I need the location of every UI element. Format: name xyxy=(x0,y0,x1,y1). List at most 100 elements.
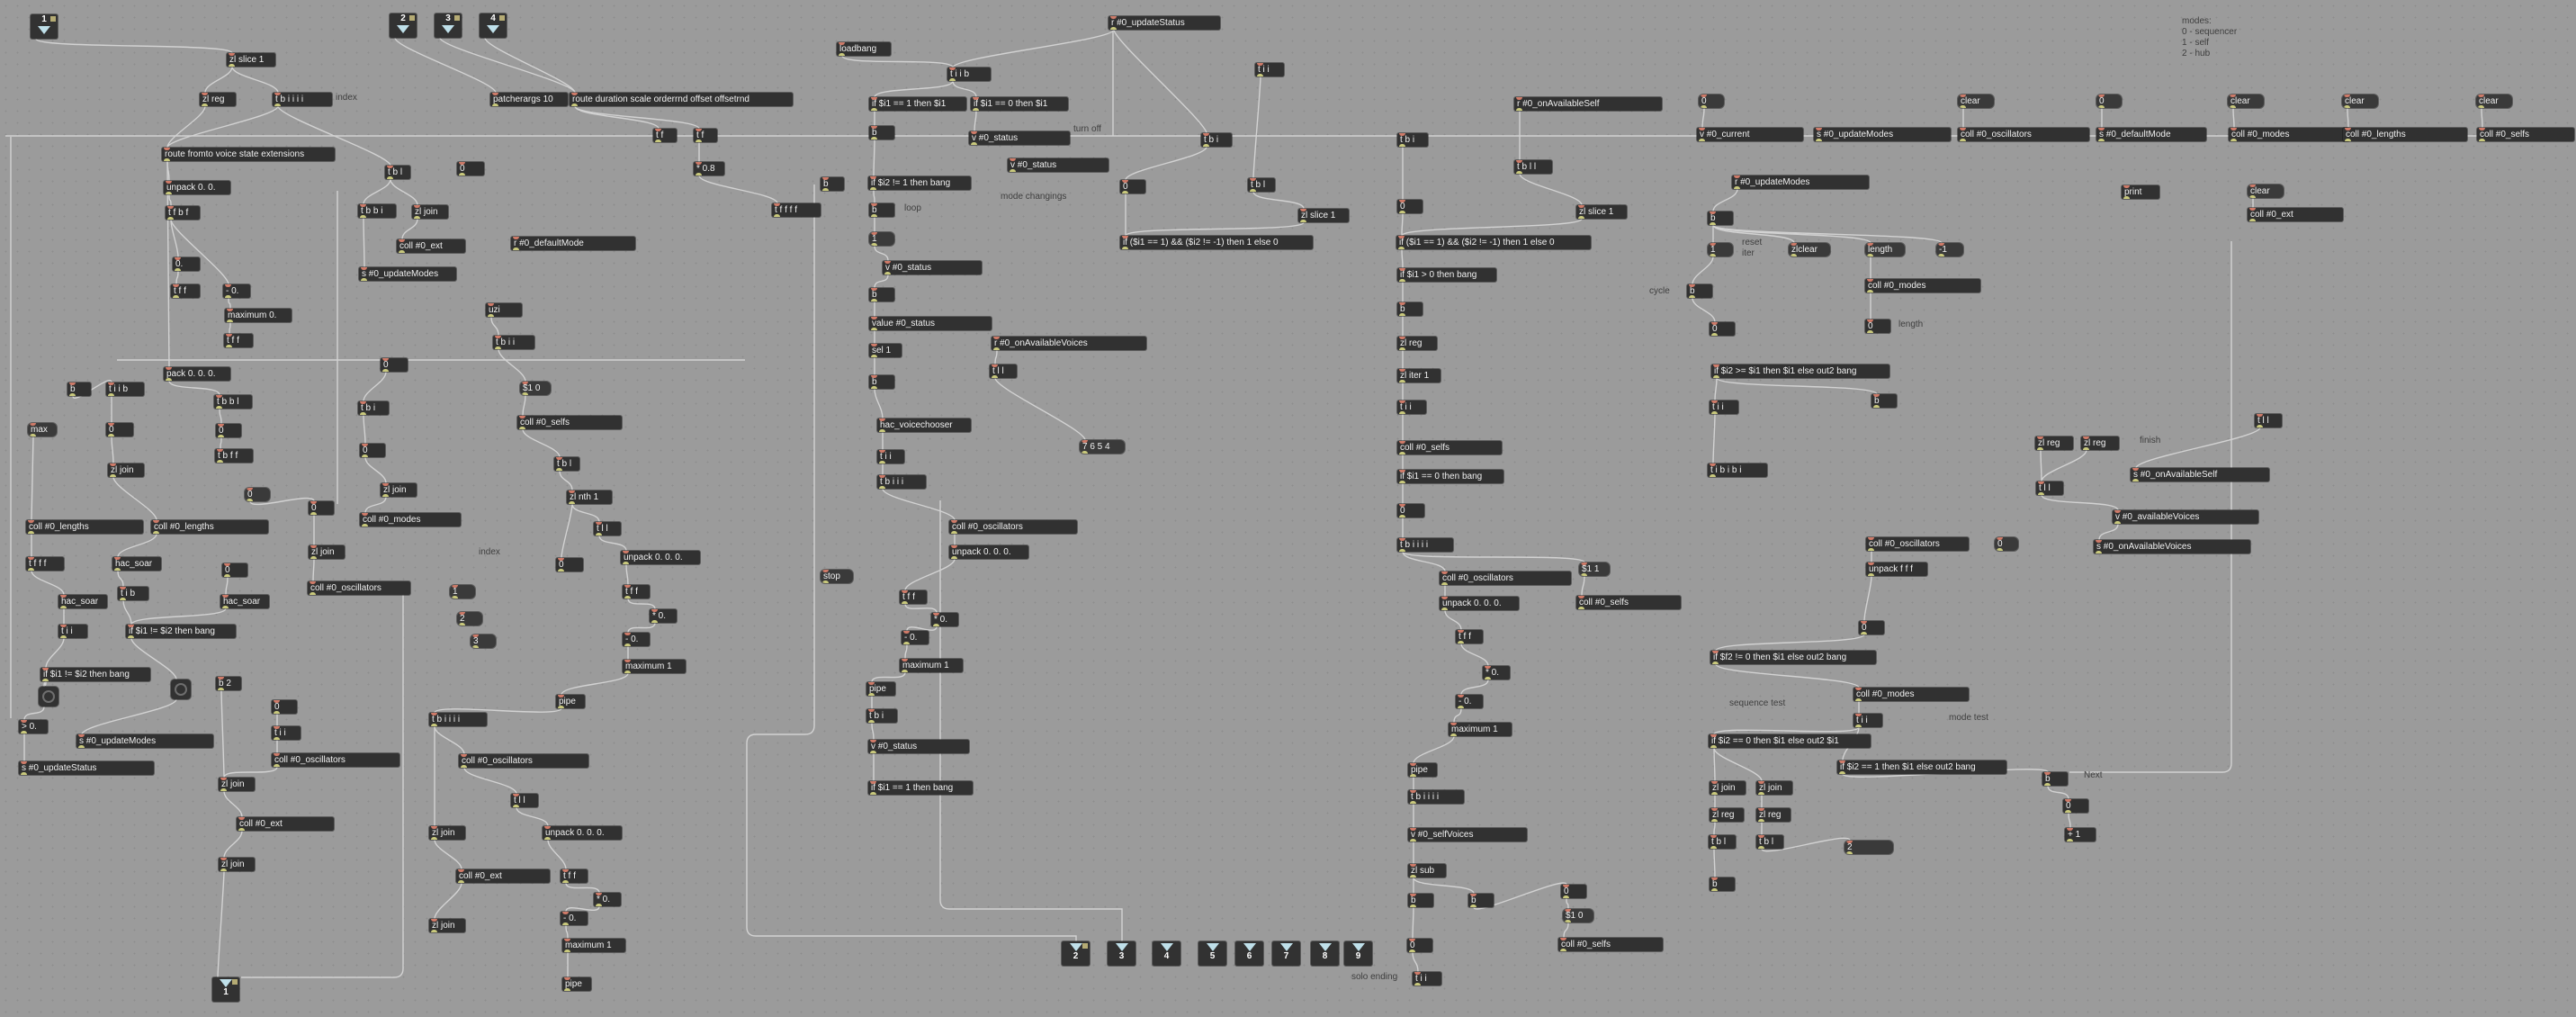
object-1[interactable]: + 1 xyxy=(2065,828,2096,842)
object-pipe[interactable]: pipe xyxy=(556,695,585,708)
object-uzi[interactable]: uzi xyxy=(486,303,522,317)
object-patcherargs-10[interactable]: patcherargs 10 xyxy=(490,93,568,106)
object-t-b-b-i[interactable]: t b b i xyxy=(358,204,396,218)
object-r-0-updatestatus[interactable]: r #0_updateStatus xyxy=(1108,16,1220,30)
umenu-5[interactable]: 5 xyxy=(1198,941,1226,966)
object-zl-reg[interactable]: zl reg xyxy=(1756,808,1791,822)
object-v-0-status[interactable]: v #0_status xyxy=(969,131,1070,145)
object-zl-sub[interactable]: zl sub xyxy=(1408,864,1446,878)
object-t-b-f-f[interactable]: t b f f xyxy=(215,449,253,463)
message-0[interactable]: 0 xyxy=(1995,537,2018,551)
message-2[interactable]: 2 xyxy=(1844,841,1893,854)
object-hac-voicechooser[interactable]: hac_voicechooser xyxy=(877,418,971,432)
object-zl-join[interactable]: zl join xyxy=(429,826,465,840)
object-0[interactable]: > 0. xyxy=(19,720,48,734)
object-t-l-l[interactable]: t l l xyxy=(511,794,538,807)
message-clear[interactable]: clear xyxy=(2342,94,2378,108)
object-coll-0-selfs[interactable]: coll #0_selfs xyxy=(1397,441,1502,454)
object-if-i1-0-then-bang[interactable]: if $i1 == 0 then bang xyxy=(1397,470,1503,483)
object-if-i1-1-then-i1[interactable]: if $i1 == 1 then $i1 xyxy=(869,97,966,111)
object-t-f-f-f-f[interactable]: t f f f f xyxy=(772,203,821,217)
object-t-l-l[interactable]: t l l xyxy=(2255,414,2282,428)
object-0-8[interactable]: * 0.8 xyxy=(694,162,724,176)
number-box-0[interactable]: 0 xyxy=(216,424,241,437)
object-s-0-updatemodes[interactable]: s #0_updateModes xyxy=(1814,128,1951,141)
number-box-0[interactable]: 0 xyxy=(1859,621,1884,634)
message-length[interactable]: length xyxy=(1865,243,1905,256)
message-1[interactable]: 1 xyxy=(450,585,475,598)
object-s-0-updatestatus[interactable]: s #0_updateStatus xyxy=(19,761,154,775)
object-t-b-i-i-i-i[interactable]: t b i i i i xyxy=(1397,538,1453,552)
message-zlclear[interactable]: zlclear xyxy=(1789,243,1830,256)
object-t-b-i[interactable]: t b i xyxy=(1201,133,1232,147)
object-t-b-i-i-i[interactable]: t b i i i xyxy=(877,475,926,489)
object-hac-soar[interactable]: hac_soar xyxy=(220,595,269,608)
object-t-b-l[interactable]: t b l xyxy=(554,457,579,471)
object-print[interactable]: print xyxy=(2122,185,2159,199)
object-maximum-1[interactable]: maximum 1 xyxy=(1449,723,1512,736)
object-coll-0-lengths[interactable]: coll #0_lengths xyxy=(26,520,143,534)
object-t-f[interactable]: t f xyxy=(653,129,677,142)
object-b-2[interactable]: b 2 xyxy=(216,677,241,690)
object-zl-reg[interactable]: zl reg xyxy=(2081,436,2119,450)
object-if-f2-0-then-i1-else-out2-bang[interactable]: if $f2 != 0 then $i1 else out2 bang xyxy=(1710,651,1876,664)
object-if-i1-0-then-bang[interactable]: if $i1 > 0 then bang xyxy=(1397,268,1496,282)
object-t-i-i[interactable]: t i i xyxy=(272,726,301,740)
message-7-6-5-4[interactable]: 7 6 5 4 xyxy=(1080,440,1125,454)
object-t-l-l[interactable]: t l l xyxy=(990,364,1017,378)
number-box-0[interactable]: 0 xyxy=(556,558,583,572)
object-b[interactable]: b xyxy=(2042,772,2068,786)
object-maximum-1[interactable]: maximum 1 xyxy=(623,660,686,673)
object-v-0-status[interactable]: v #0_status xyxy=(868,740,969,753)
message-max[interactable]: max xyxy=(28,423,57,436)
object-unpack-0-0-0[interactable]: unpack 0. 0. 0. xyxy=(949,545,1028,559)
object-v-0-availablevoices[interactable]: v #0_availableVoices xyxy=(2113,510,2258,524)
object-t-b-i-i-i-i[interactable]: t b i i i i xyxy=(1408,790,1464,804)
umenu-8[interactable]: 8 xyxy=(1311,941,1339,966)
object-sel-1[interactable]: sel 1 xyxy=(869,344,902,357)
object-if-i1-1-i2-1-then-1-else-0[interactable]: if ($i1 == 1) && ($i2 != -1) then 1 else… xyxy=(1396,236,1591,249)
object-t-f-b-f[interactable]: t f b f xyxy=(166,206,200,220)
number-box-0[interactable]: 0 xyxy=(457,162,484,176)
object-v-0-current[interactable]: v #0_current xyxy=(1697,128,1803,141)
bang-button[interactable] xyxy=(171,680,191,699)
object-b[interactable]: b xyxy=(1708,212,1733,225)
object-b[interactable]: b xyxy=(1871,394,1897,408)
object-zl-nth-1[interactable]: zl nth 1 xyxy=(567,490,612,504)
object-s-0-onavailableself[interactable]: s #0_onAvailableSelf xyxy=(2131,468,2269,482)
object-coll-0-oscillators[interactable]: coll #0_oscillators xyxy=(459,754,588,768)
object-t-f-f[interactable]: t f f xyxy=(623,585,650,598)
object-pipe[interactable]: pipe xyxy=(1408,763,1437,777)
object-t-b-l[interactable]: t b l xyxy=(1248,178,1275,192)
object-0[interactable]: * 0. xyxy=(1483,666,1510,680)
object-zl-join[interactable]: zl join xyxy=(1756,781,1792,795)
object-b[interactable]: b xyxy=(1408,894,1433,907)
number-box-0[interactable]: 0 xyxy=(222,563,247,577)
object-coll-0-modes[interactable]: coll #0_modes xyxy=(1865,279,1980,292)
message-1[interactable]: -1 xyxy=(1936,243,1963,256)
object-t-b-l[interactable]: t b l xyxy=(385,166,410,179)
object-t-b-b-l[interactable]: t b b l xyxy=(214,395,252,409)
object-t-f[interactable]: t f xyxy=(694,129,717,142)
object-zl-join[interactable]: zl join xyxy=(1710,781,1746,795)
object-zl-slice-1[interactable]: zl slice 1 xyxy=(227,53,275,67)
object-b[interactable]: b xyxy=(821,177,844,191)
object-zl-reg[interactable]: zl reg xyxy=(200,93,236,106)
object-0[interactable]: - 0. xyxy=(561,912,588,925)
object-maximum-0[interactable]: maximum 0. xyxy=(225,309,292,322)
umenu-2[interactable]: 2 xyxy=(1062,941,1090,966)
object-t-i-i[interactable]: t i i xyxy=(58,625,87,638)
object-if-i2-0-then-i1-else-out2-i1[interactable]: if $i2 == 0 then $i1 else out2 $i1 xyxy=(1709,734,1871,748)
object-coll-0-oscillators[interactable]: coll #0_oscillators xyxy=(949,520,1077,534)
number-box-0[interactable]: 0. xyxy=(173,257,200,271)
object-hac-soar[interactable]: hac_soar xyxy=(112,557,161,571)
object-b[interactable]: b xyxy=(1397,302,1423,316)
object-t-i-b[interactable]: t i b xyxy=(118,587,148,600)
object-t-i-i[interactable]: t i i xyxy=(1255,63,1284,76)
object-r-0-onavailablevoices[interactable]: r #0_onAvailableVoices xyxy=(992,337,1146,350)
object-if-i1-i2-then-bang[interactable]: if $i1 != $i2 then bang xyxy=(40,668,150,681)
object-zl-join[interactable]: zl join xyxy=(381,483,417,497)
object-b[interactable]: b xyxy=(1687,284,1712,298)
object-coll-0-selfs[interactable]: coll #0_selfs xyxy=(517,416,622,429)
